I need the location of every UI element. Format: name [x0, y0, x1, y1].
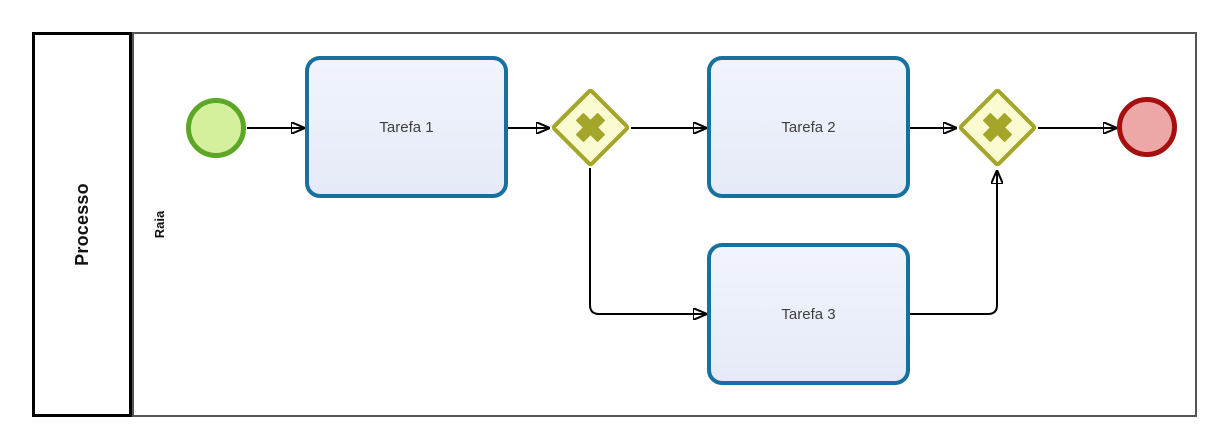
task-tarefa3-label: Tarefa 3: [781, 305, 836, 323]
task-tarefa2: Tarefa 2: [707, 56, 910, 198]
pool-label: Processo: [71, 183, 92, 266]
task-tarefa3: Tarefa 3: [707, 243, 910, 385]
pool-header: Processo: [32, 32, 132, 417]
start-event: [186, 98, 246, 158]
task-tarefa1-label: Tarefa 1: [379, 118, 434, 136]
lane-label: Raia: [152, 210, 168, 239]
end-event: [1117, 97, 1177, 157]
task-tarefa2-label: Tarefa 2: [781, 118, 836, 136]
lane-label-strip: Raia: [143, 32, 177, 417]
task-tarefa1: Tarefa 1: [305, 56, 508, 198]
lane-raia: [132, 32, 1197, 417]
